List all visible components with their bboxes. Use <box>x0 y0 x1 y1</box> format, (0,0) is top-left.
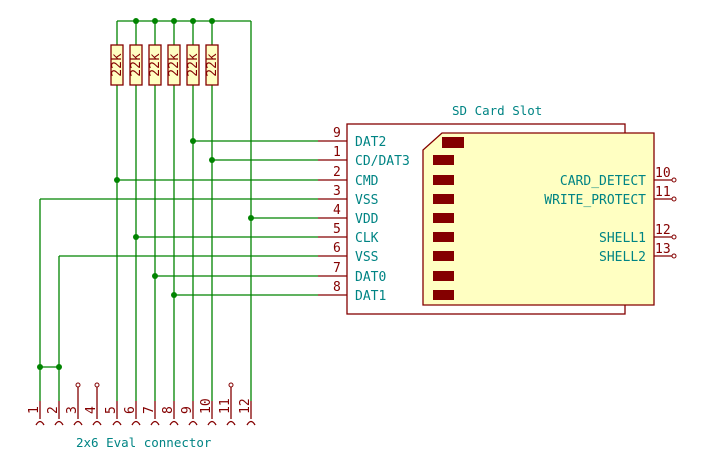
connector-pin-number: 5 <box>104 406 119 414</box>
resistor: 22k <box>186 44 201 86</box>
pin-number: 6 <box>333 241 341 256</box>
connector-pin-number: 11 <box>218 398 233 414</box>
resistor-value: 22k <box>205 53 220 77</box>
resistor-array: 22k 22k 22k 22k 22k 22k <box>110 44 220 86</box>
pin-number: 1 <box>333 145 341 160</box>
pin-number: 2 <box>333 165 341 180</box>
pin-name: WRITE_PROTECT <box>544 193 646 208</box>
pin-name: CMD <box>355 174 379 189</box>
connector-pin-number: 10 <box>199 398 214 414</box>
contact-pad <box>433 194 454 204</box>
contact-pad <box>433 232 454 242</box>
pin-name: SHELL1 <box>599 231 646 246</box>
connector-pin-number: 3 <box>65 406 80 414</box>
connector-pin-number: 2 <box>46 406 61 414</box>
junctions <box>37 18 254 370</box>
pin-number: 10 <box>655 166 671 181</box>
connector-pin-number: 7 <box>142 406 157 414</box>
sd-slot-title: SD Card Slot <box>452 103 542 118</box>
connector-pin-number: 4 <box>84 406 99 414</box>
pin-name: DAT2 <box>355 135 386 150</box>
sd-right-pins: 10 11 12 13 CARD_DETECT WRITE_PROTECT SH… <box>544 166 677 265</box>
contact-pad <box>433 175 454 185</box>
pin-name: VSS <box>355 250 378 265</box>
resistor: 22k <box>167 44 182 86</box>
resistor-value: 22k <box>186 53 201 77</box>
contact-pad <box>433 251 454 261</box>
connector-label: 2x6 Eval connector <box>76 435 212 450</box>
pin-name: SHELL2 <box>599 250 646 265</box>
pin-number: 3 <box>333 184 341 199</box>
connector-pin-number: 1 <box>27 406 42 414</box>
resistor: 22k <box>148 44 163 86</box>
pin-name: CARD_DETECT <box>560 174 646 189</box>
connector-pin-number: 8 <box>161 406 176 414</box>
sd-card-outline <box>422 132 655 306</box>
contact-pad <box>433 213 454 223</box>
resistor-value: 22k <box>129 53 144 77</box>
resistor-value: 22k <box>148 53 163 77</box>
pin-name: VDD <box>355 212 379 227</box>
wires <box>39 20 318 401</box>
sd-left-pins: 9 1 2 3 4 5 6 7 8 DAT2 CD/DAT3 CMD VSS V… <box>318 126 410 304</box>
eval-connector: 1 2 3 4 5 6 7 8 9 10 11 12 2x6 Eval conn… <box>27 382 256 450</box>
pin-number: 8 <box>333 280 341 295</box>
connector-pin-number: 9 <box>180 406 195 414</box>
pin-name: VSS <box>355 193 378 208</box>
contact-pad <box>433 271 454 281</box>
resistor: 22k <box>205 44 220 86</box>
pin-number: 12 <box>655 223 671 238</box>
resistor-value: 22k <box>167 53 182 77</box>
contact-pad <box>433 155 454 165</box>
contact-pad <box>442 137 464 148</box>
resistor-value: 22k <box>110 53 125 77</box>
sd-card-slot: SD Card Slot 9 1 2 3 4 5 <box>318 103 677 315</box>
resistor: 22k <box>110 44 125 86</box>
contact-pad <box>433 290 454 300</box>
pin-name: DAT0 <box>355 270 386 285</box>
resistor: 22k <box>129 44 144 86</box>
pin-number: 13 <box>655 242 671 257</box>
connector-pin-number: 12 <box>238 398 253 414</box>
pin-number: 4 <box>333 203 341 218</box>
pin-number: 9 <box>333 126 341 141</box>
pin-name: CD/DAT3 <box>355 154 410 169</box>
pin-name: DAT1 <box>355 289 386 304</box>
pin-number: 7 <box>333 261 341 276</box>
connector-pin-number: 6 <box>123 406 138 414</box>
pin-number: 11 <box>655 185 671 200</box>
pin-number: 5 <box>333 222 341 237</box>
pin-name: CLK <box>355 231 379 246</box>
